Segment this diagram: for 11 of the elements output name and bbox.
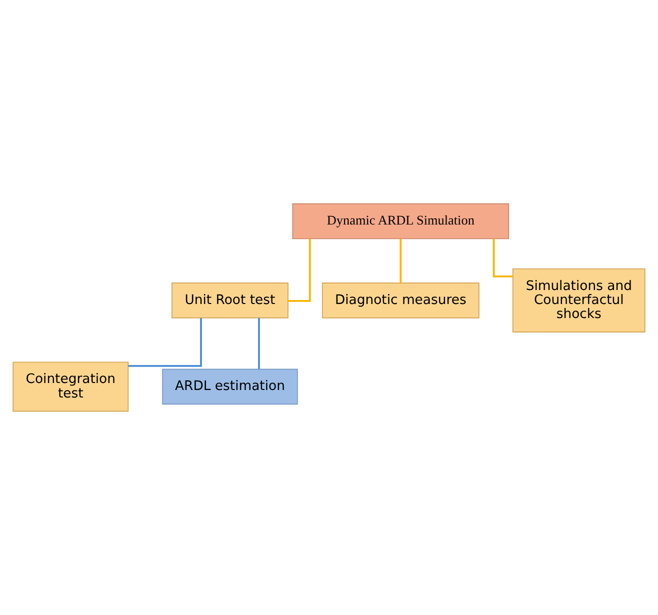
node-box: Simulations and Counterfactul shocks xyxy=(512,268,646,332)
connector xyxy=(400,238,402,283)
node-box: Unit Root test xyxy=(172,282,288,318)
connector xyxy=(492,238,513,278)
node-box: Diagnotic measures xyxy=(322,282,480,318)
connector xyxy=(288,238,311,302)
node-box: Dynamic ARDL Simulation xyxy=(292,203,510,240)
connector xyxy=(128,318,202,367)
node-box: ARDL estimation xyxy=(162,368,298,405)
node-box: Cointegration test xyxy=(12,362,129,412)
connector xyxy=(258,318,260,369)
